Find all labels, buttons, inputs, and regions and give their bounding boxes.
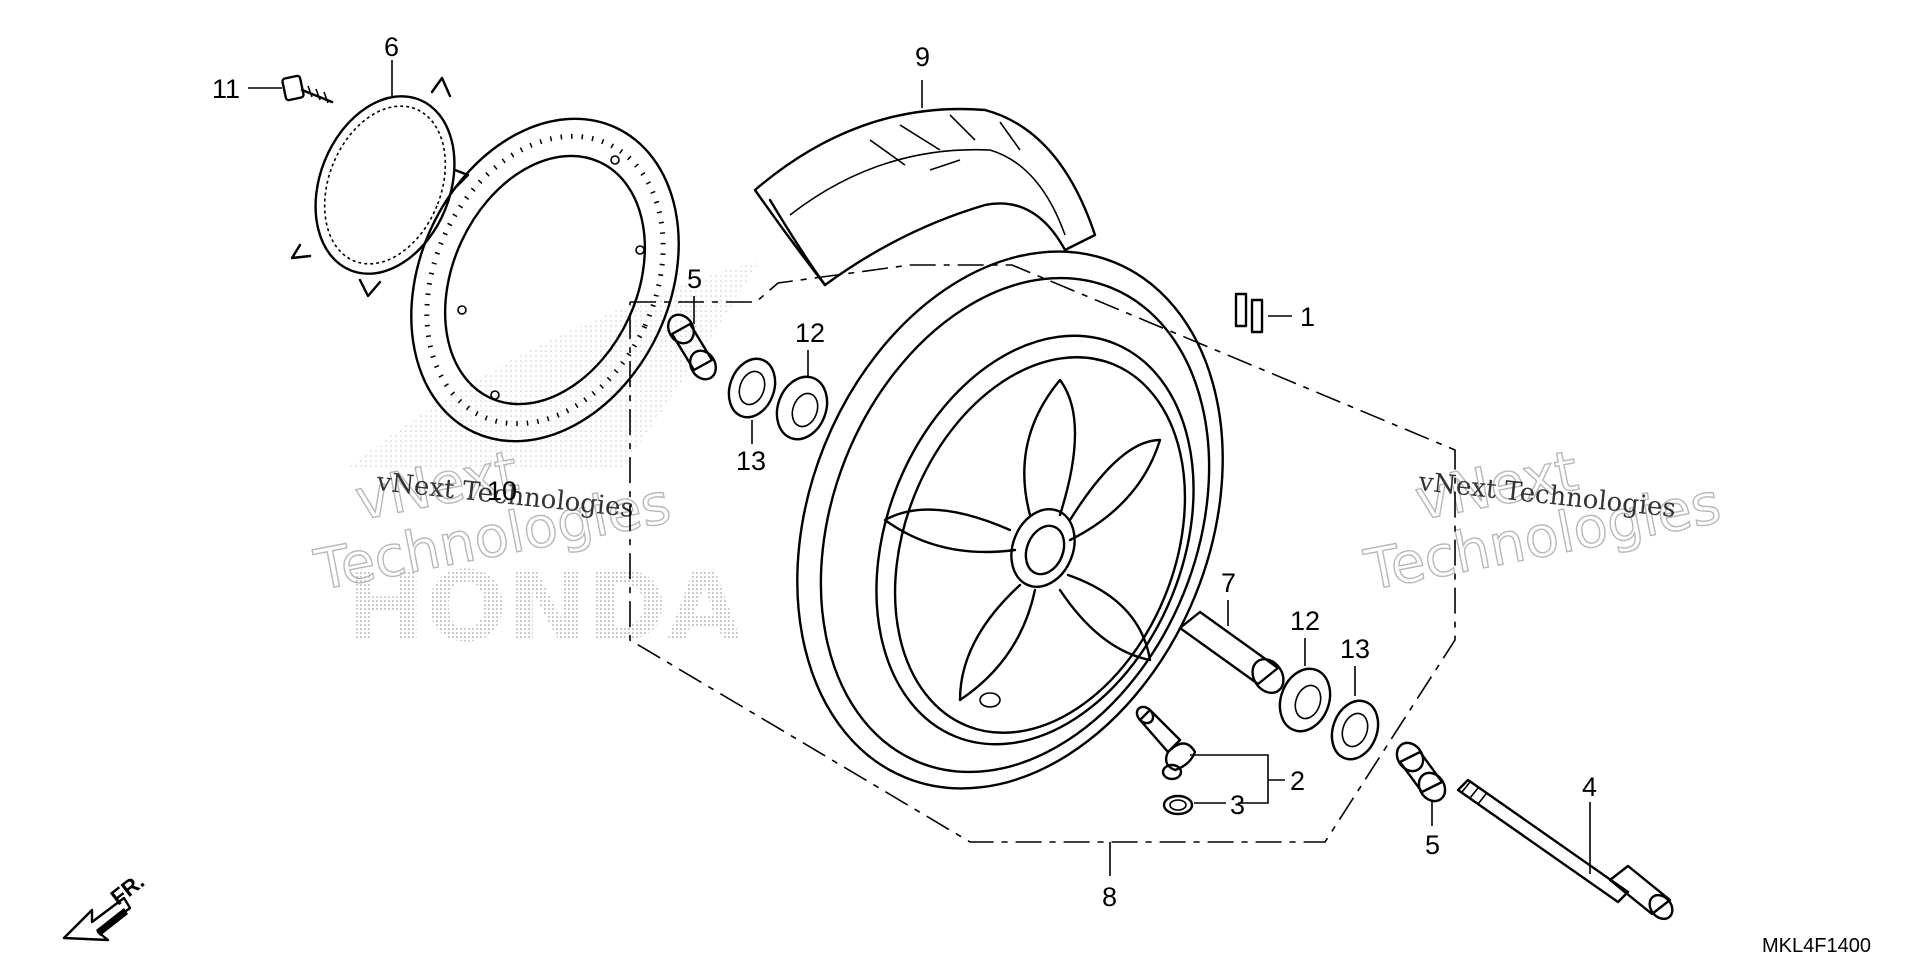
collar-part-upper: [666, 313, 718, 381]
callout-6: 6: [384, 32, 399, 62]
watermark-wing-shadow: [345, 260, 760, 470]
axle-part: [1456, 778, 1674, 921]
sensor-ring-part: [290, 76, 470, 298]
tire-icon: [753, 107, 1097, 287]
leader-lines: [248, 60, 1591, 876]
bearing-part-lower-13: [1330, 699, 1380, 761]
assembly-boundary: [629, 264, 1456, 843]
callout-10: 10: [487, 476, 517, 506]
diagram-code: MKL4F1400: [1762, 935, 1871, 957]
callout-13-lower: 13: [1340, 634, 1370, 664]
callout-2: 2: [1290, 766, 1305, 796]
ring-part: [1162, 794, 1194, 816]
callout-4: 4: [1582, 772, 1597, 802]
callout-7: 7: [1221, 568, 1236, 598]
callout-labels: 11 6 9 1 5 12 13 10 7 12 13 2 3 4 5 8: [212, 32, 1597, 912]
front-direction-indicator: FR.: [62, 868, 149, 942]
callout-11: 11: [212, 74, 240, 104]
callout-5-lower: 5: [1425, 830, 1440, 860]
callout-9: 9: [915, 42, 930, 72]
bearing-part-lower-12: [1278, 667, 1332, 733]
wheel-icon: [796, 250, 1224, 790]
front-label: FR.: [106, 868, 149, 910]
callout-3: 3: [1230, 790, 1245, 820]
spacer-part: [1178, 610, 1285, 694]
watermark-brand: HONDA: [345, 551, 741, 663]
valve-part: [1135, 705, 1197, 781]
callout-8: 8: [1102, 882, 1117, 912]
arrow-icon: [62, 896, 132, 942]
callout-13-upper: 13: [736, 446, 766, 476]
callout-5-upper: 5: [687, 264, 702, 294]
bearing-part-upper-13: [727, 357, 777, 419]
watermark-layer: HONDA vNext Technologies vNext Technolog…: [309, 260, 1726, 663]
bearing-part-upper-12: [775, 375, 829, 441]
callout-1: 1: [1300, 302, 1315, 332]
balance-weight-part: [1234, 292, 1264, 334]
brake-disc-icon: [410, 117, 680, 443]
callout-12-lower: 12: [1290, 606, 1320, 636]
callout-12-upper: 12: [795, 318, 825, 348]
collar-part-lower: [1395, 741, 1447, 803]
bolt-part: [281, 74, 334, 104]
